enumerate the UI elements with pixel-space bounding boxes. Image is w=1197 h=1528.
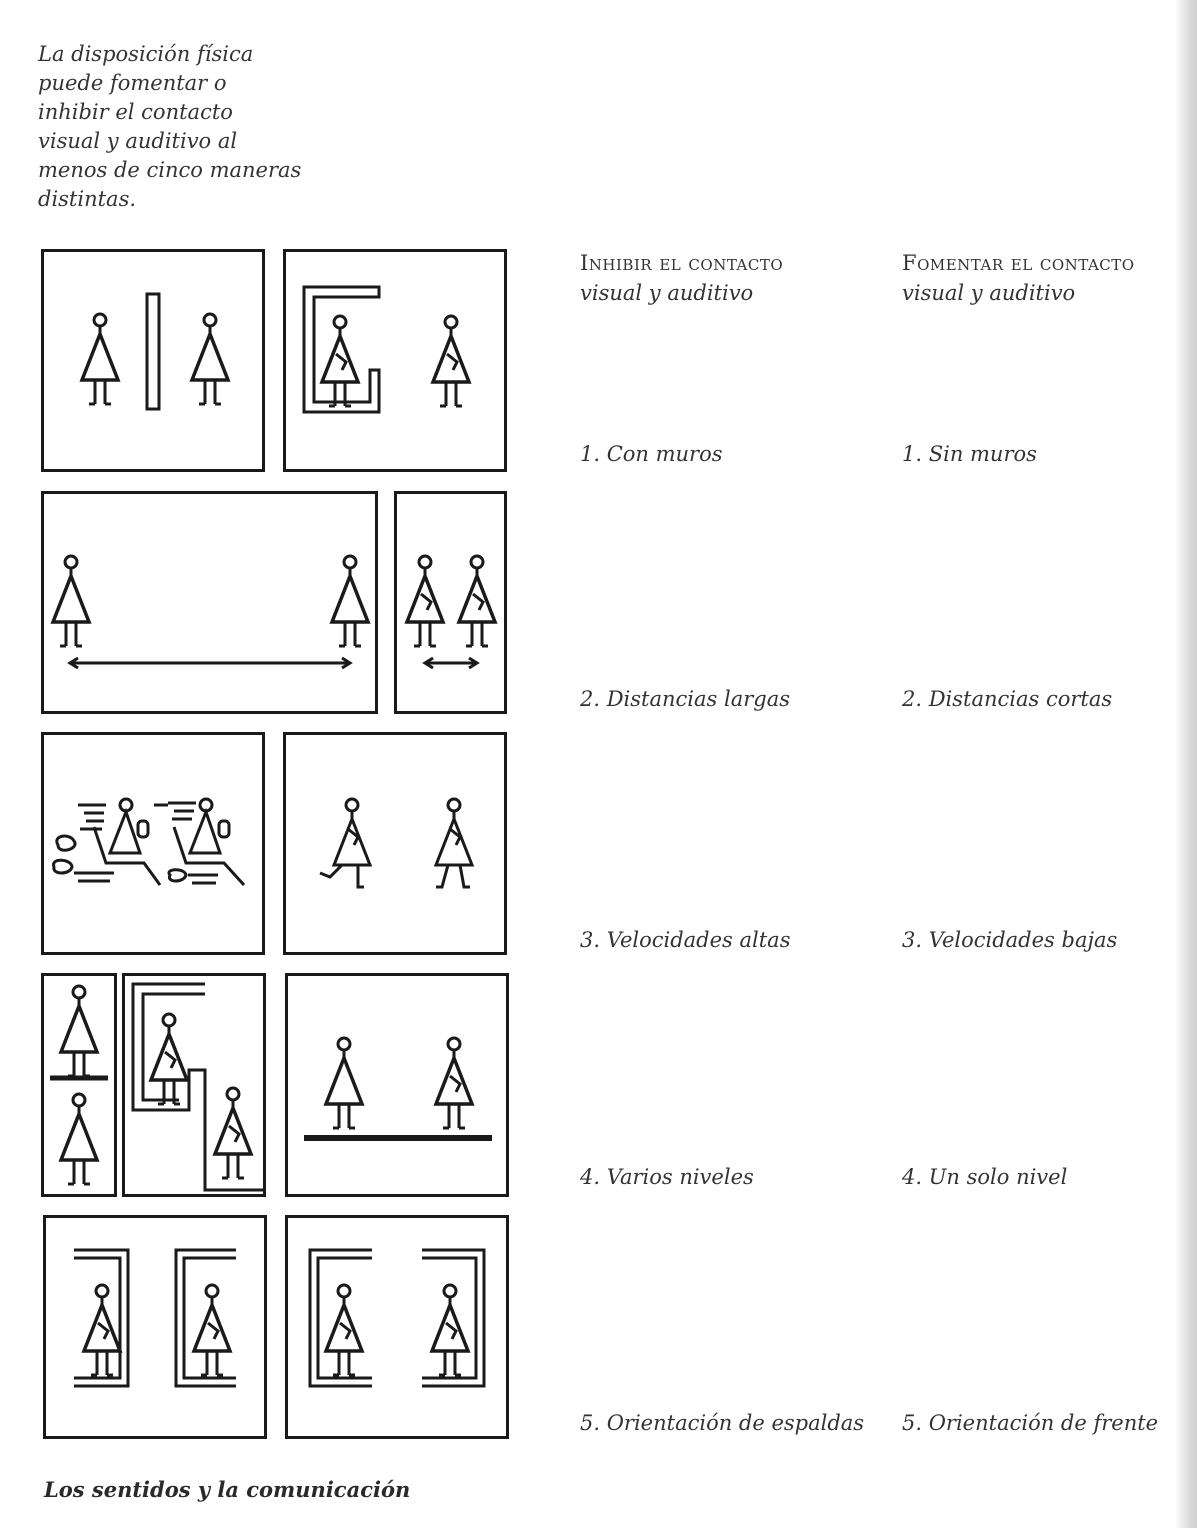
caption-foster-1: 1. Sin muros — [902, 442, 1037, 466]
figure-icon — [192, 314, 228, 404]
wall-icon — [147, 294, 159, 409]
caption-foster-2: 2. Distancias cortas — [902, 687, 1112, 711]
intro-text: La disposición física puede fomentar o i… — [38, 40, 338, 214]
caption-foster-3: 3. Velocidades bajas — [902, 928, 1117, 952]
panel-face-to-face — [285, 1215, 509, 1439]
intro-line: menos de cinco maneras — [38, 156, 338, 185]
figure-icon — [432, 1285, 468, 1375]
caption-foster-5: 5. Orientación de frente — [902, 1411, 1158, 1435]
page-edge-shadow — [1175, 0, 1197, 1528]
inhibit-subheading: visual y auditivo — [580, 278, 783, 308]
panel-long-distance — [41, 491, 378, 714]
figure-icon — [433, 316, 469, 406]
figure-icon — [326, 1285, 362, 1375]
panel-back-to-back — [43, 1215, 267, 1439]
panel-short-distance — [394, 491, 507, 714]
foster-heading: Fomentar el contacto — [902, 248, 1135, 278]
stepped-wall-icon — [133, 984, 263, 1190]
figure-icon — [459, 556, 495, 646]
caption-inhibit-1: 1. Con muros — [580, 442, 723, 466]
figure-icon — [332, 556, 368, 646]
figure-icon — [326, 1038, 362, 1128]
walking-figure-icon — [320, 799, 370, 887]
figure-icon — [53, 556, 89, 646]
caption-inhibit-3: 3. Velocidades altas — [580, 928, 790, 952]
figure-icon — [151, 1014, 187, 1104]
caption-foster-4: 4. Un solo nivel — [902, 1165, 1067, 1189]
intro-line: puede fomentar o — [38, 69, 338, 98]
footer-title: Los sentidos y la comunicación — [44, 1477, 410, 1502]
panel-multiple-levels-a — [41, 973, 117, 1197]
panel-low-speed — [283, 732, 507, 955]
caption-inhibit-5: 5. Orientación de espaldas — [580, 1411, 864, 1435]
figure-icon — [436, 1038, 472, 1128]
panel-single-level — [285, 973, 509, 1197]
seated-figure-icon — [54, 799, 168, 885]
figure-icon — [322, 316, 358, 406]
figure-icon — [61, 1094, 97, 1184]
foster-subheading: visual y auditivo — [902, 278, 1135, 308]
figure-icon — [82, 314, 118, 404]
inhibit-column-heading: Inhibir el contacto visual y auditivo — [580, 248, 783, 308]
intro-line: inhibir el contacto — [38, 98, 338, 127]
figure-icon — [407, 556, 443, 646]
panel-with-walls — [41, 249, 265, 472]
figure-icon — [84, 1285, 120, 1375]
caption-inhibit-4: 4. Varios niveles — [580, 1165, 754, 1189]
figure-icon — [61, 986, 97, 1076]
panel-multiple-levels-b — [122, 973, 266, 1197]
booth-icon — [304, 287, 379, 412]
inhibit-heading: Inhibir el contacto — [580, 248, 783, 278]
panel-without-walls — [283, 249, 507, 472]
figure-icon — [215, 1088, 251, 1178]
intro-line: visual y auditivo al — [38, 127, 338, 156]
intro-line: La disposición física — [38, 40, 338, 69]
walking-figure-icon — [436, 799, 472, 887]
foster-column-heading: Fomentar el contacto visual y auditivo — [902, 248, 1135, 308]
figure-icon — [194, 1285, 230, 1375]
intro-line: distintas. — [38, 185, 338, 214]
seated-figure-icon — [168, 799, 244, 885]
caption-inhibit-2: 2. Distancias largas — [580, 687, 790, 711]
panel-high-speed — [41, 732, 265, 955]
